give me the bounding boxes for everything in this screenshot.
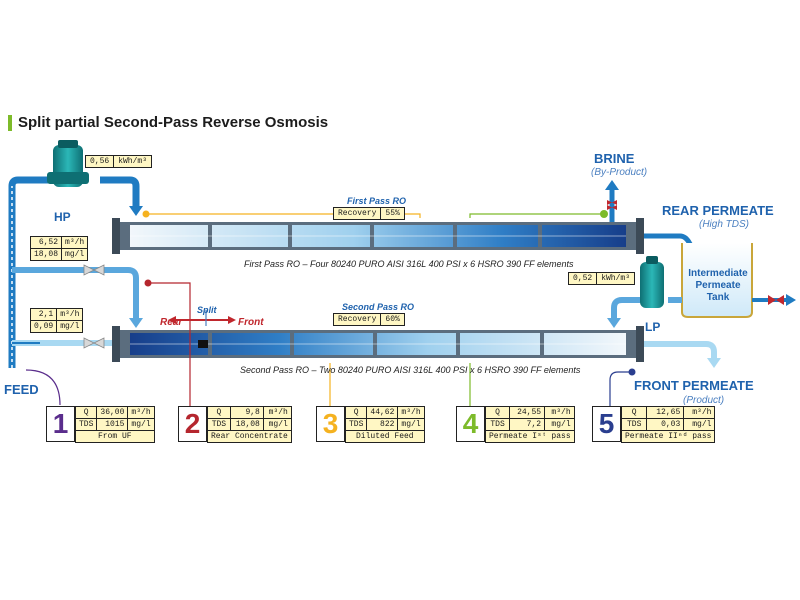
first-pass-caption: First Pass RO – Four 80240 PURO AISI 316… <box>244 259 574 269</box>
hp-pump-icon <box>47 140 89 187</box>
stage-name: Diluted Feed <box>345 430 425 443</box>
second-pass-caption: Second Pass RO – Two 80240 PURO AISI 316… <box>240 365 581 375</box>
stage-name: Permeate Iˢᵗ pass <box>485 430 575 443</box>
front-permeate-sub-label: (Product) <box>683 395 725 406</box>
rear-permeate-sub-label: (High TDS) <box>699 219 750 230</box>
stage-number: 2 <box>178 406 207 442</box>
first-pass-vessel <box>112 218 644 254</box>
front-label: Front <box>238 317 264 328</box>
stage-number: 3 <box>316 406 345 442</box>
split-label: Split <box>197 305 217 315</box>
brine-label: BRINE <box>594 151 635 166</box>
lp-pump-icon <box>607 256 682 328</box>
hp-label: HP <box>54 210 71 224</box>
second-pass-label: Second Pass RO <box>342 302 415 312</box>
stage-name: From UF <box>75 430 155 443</box>
stage-number: 5 <box>592 406 621 442</box>
lp-label: LP <box>645 320 661 334</box>
title-accent-bar <box>8 115 12 131</box>
front-permeate-label: FRONT PERMEATE <box>634 378 754 393</box>
second-pass-vessel <box>112 326 644 362</box>
brine-sub-label: (By-Product) <box>591 167 648 178</box>
intermediate-tank <box>681 243 796 318</box>
page-title: Split partial Second-Pass Reverse Osmosi… <box>18 114 329 131</box>
rear-label: Rear <box>160 317 183 328</box>
stage-number: 4 <box>456 406 485 442</box>
valves-left <box>83 264 105 349</box>
brine-pipe <box>605 180 619 222</box>
tank-label: Intermediate Permeate Tank <box>688 268 748 303</box>
feed-label: FEED <box>4 382 39 397</box>
front-permeate-pipe <box>644 341 721 368</box>
stage-number: 1 <box>46 406 75 442</box>
marker-lines <box>25 210 636 409</box>
first-pass-label: First Pass RO <box>347 196 407 206</box>
stage-name: Rear Concentrate <box>207 430 292 443</box>
stage-name: Permeate IIⁿᵈ pass <box>620 430 716 443</box>
rear-permeate-label: REAR PERMEATE <box>662 203 774 218</box>
split-arrows <box>168 310 236 326</box>
